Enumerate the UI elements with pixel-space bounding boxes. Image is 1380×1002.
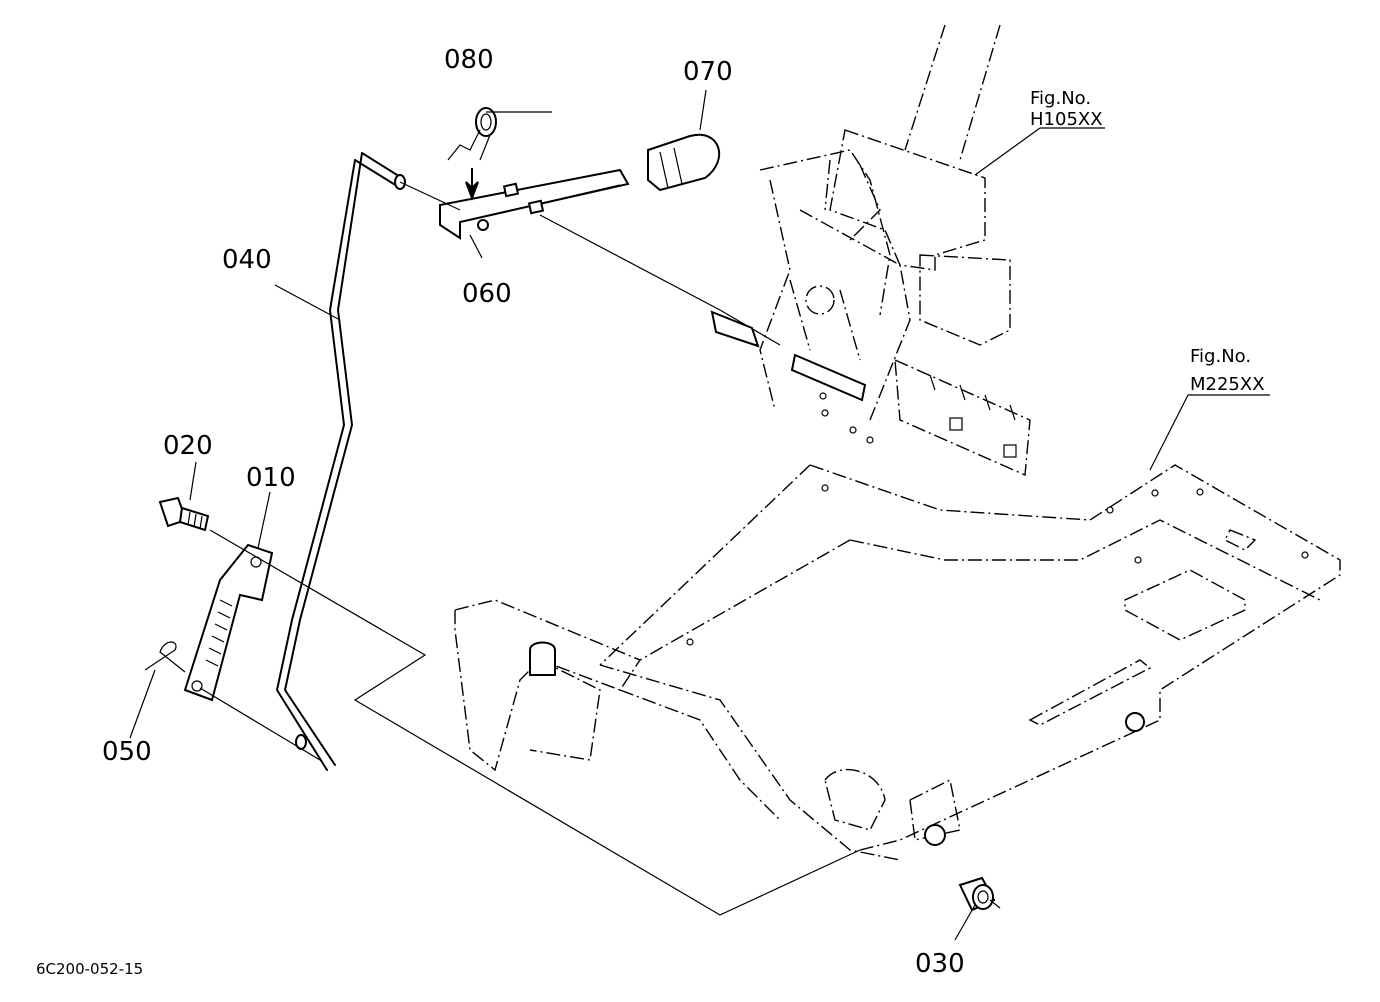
drawing-code: 6C200-052-15	[36, 960, 143, 978]
lever-060	[439, 168, 630, 240]
fig-ref-m225-code: M225XX	[1190, 374, 1265, 395]
label-020: 020	[163, 431, 213, 461]
leader-lines	[129, 89, 1270, 941]
label-060: 060	[462, 279, 512, 309]
bolt-020	[158, 496, 210, 532]
snap-pin-050	[144, 641, 186, 673]
fig-ref-h105-code: H105XX	[1030, 109, 1103, 130]
steering-column-assembly	[759, 24, 1031, 477]
label-050: 050	[102, 737, 152, 767]
label-070: 070	[683, 57, 733, 87]
spring-080	[447, 107, 552, 201]
figure-references: Fig.No. H105XX Fig.No. M225XX	[1030, 88, 1265, 395]
fig-ref-m225-title: Fig.No.	[1190, 346, 1251, 367]
label-080: 080	[444, 45, 494, 75]
bushing-030	[958, 876, 996, 912]
part-labels: 080 070 060 040 020 010 050 030	[102, 45, 965, 979]
label-040: 040	[222, 245, 272, 275]
label-010: 010	[246, 463, 296, 493]
floor-plate-assembly	[454, 464, 1341, 861]
notch-plate-010	[183, 543, 274, 702]
grip-070	[647, 133, 721, 192]
rod-040	[276, 152, 406, 771]
fig-ref-h105-title: Fig.No.	[1030, 88, 1091, 109]
label-030: 030	[915, 949, 965, 979]
